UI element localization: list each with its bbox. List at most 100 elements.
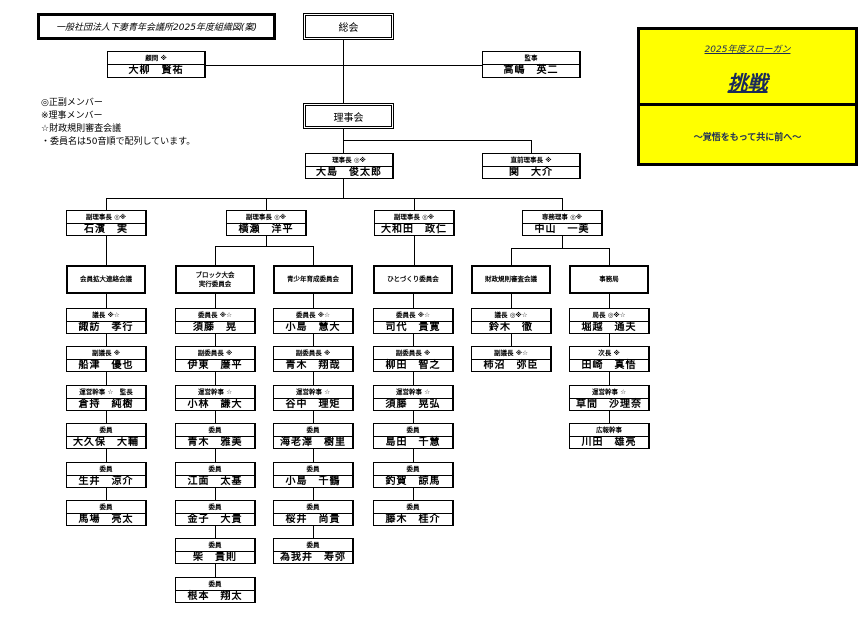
person-name: 青木 翔哉 [285,360,341,371]
member-box: 運営幹事 ☆ 須藤 晃弘 [373,385,454,411]
connector [562,236,563,248]
person-name: 青木 雅美 [187,437,243,448]
member-box: 委員 為我井 寿弥 [273,538,354,564]
role-label: 委員 [176,578,254,591]
member-box: 委員 生井 涼介 [66,462,147,488]
role-label: 局長 ◎※☆ [570,309,648,322]
person-name: 馬場 亮太 [78,514,134,525]
person-name: 関 大介 [509,167,553,178]
slogan-top: 2025年度スローガン 挑戦 [640,30,855,106]
member-box: 議長 ※☆ 諏訪 孝行 [66,308,147,334]
role-label: 運営幹事 ☆ [570,386,648,399]
connector [562,198,563,210]
connector [511,248,609,249]
role-label: 監事 [483,52,579,65]
connector [609,248,610,265]
role-label: 副議長 ※☆ [472,347,550,360]
role-label: 委員 [176,501,254,514]
role-label: 委員長 ※☆ [176,309,254,322]
connector [313,294,314,539]
role-label: 直前理事長 ※ [483,154,579,167]
role-label: 顧問 ※ [108,52,204,65]
connector [266,236,267,246]
member-box: 委員長 ※☆ 司代 貴寛 [373,308,454,334]
connector [531,140,532,153]
person-name: 横瀬 洋平 [238,224,294,235]
past-president-box: 直前理事長 ※ 関 大介 [482,153,581,179]
person-name: 船津 優也 [78,360,134,371]
role-label: 副委員長 ※ [274,347,352,360]
member-box: 副委員長 ※ 柳田 智之 [373,346,454,372]
member-box: 委員 金子 大貴 [175,500,256,526]
person-name: 金子 大貴 [187,514,243,525]
person-name: 海老澤 樹里 [280,437,346,448]
person-name: 堀越 通夫 [581,322,637,333]
committee-box: ブロック大会 実行委員会 [175,265,255,294]
member-box: 運営幹事 ☆ 谷中 理矩 [273,385,354,411]
role-label: 広報幹事 [570,424,648,437]
member-box: 委員 馬場 亮太 [66,500,147,526]
role-label: 委員 [274,539,352,552]
committee-box: 青少年育成委員会 [273,265,353,294]
vice-officer-box: 副理事長 ◎※ 横瀬 洋平 [226,210,307,236]
role-label: 委員 [176,424,254,437]
role-label: 専務理事 ◎※ [523,211,601,224]
member-box: 委員長 ※☆ 小島 慧大 [273,308,354,334]
chart-title: 一般社団法人下妻青年会議所2025年度組織図(案) [37,13,276,40]
committee-box: 財政規則審査会議 [471,265,551,294]
president-box: 理事長 ◎※ 大島 俊太郎 [305,153,394,179]
connector [414,236,415,265]
vice-officer-box: 副理事長 ◎※ 大和田 政仁 [374,210,455,236]
committee-box: 事務局 [569,265,649,294]
member-box: 委員 青木 雅美 [175,423,256,449]
legend-item: ◎正副メンバー [41,98,103,108]
person-name: 川田 雄亮 [581,437,637,448]
member-box: 副議長 ※☆ 柿沼 弥臣 [471,346,552,372]
person-name: 谷中 理矩 [285,399,341,410]
connector [414,198,415,210]
slogan-heading: 2025年度スローガン [704,45,791,55]
role-label: 運営幹事 ☆ 監長 [67,386,145,399]
connector [106,198,562,199]
member-box: 副委員長 ※ 青木 翔哉 [273,346,354,372]
role-label: 委員 [374,501,452,514]
person-name: 根本 翔太 [187,591,243,602]
member-box: 局長 ◎※☆ 堀越 通夫 [569,308,650,334]
person-name: 桜井 尚貴 [285,514,341,525]
person-name: 石濱 実 [84,224,128,235]
slogan-main: 挑戦 [727,71,768,95]
role-label: 副委員長 ※ [176,347,254,360]
person-name: 須藤 晃弘 [385,399,441,410]
role-label: 議長 ※☆ [67,309,145,322]
member-box: 委員 藤木 桂介 [373,500,454,526]
person-name: 諏訪 孝行 [78,322,134,333]
vice-officer-box: 副理事長 ◎※ 石濱 実 [66,210,147,236]
connector [343,140,531,141]
member-box: 運営幹事 ☆ 草間 沙理奈 [569,385,650,411]
person-name: 釣賀 諒馬 [385,476,441,487]
person-name: 大和田 政仁 [381,224,447,235]
member-box: 副委員長 ※ 伊東 廉平 [175,346,256,372]
person-name: 中山 一美 [534,224,590,235]
person-name: 為我井 寿弥 [280,552,346,563]
slogan-sub: ～覚悟をもって共に前へ～ [693,133,802,143]
role-label: 委員 [176,539,254,552]
connector [343,129,344,153]
connector [205,65,482,66]
legend: ◎正副メンバー ※理事メンバー ☆財政規則審査会議 ・委員名は50音順で配列して… [41,97,195,149]
member-box: 運営幹事 ☆ 監長 倉持 純樹 [66,385,147,411]
connector [215,246,313,247]
role-label: 委員 [274,463,352,476]
role-label: 委員 [374,463,452,476]
role-label: 委員 [67,501,145,514]
person-name: 高嶋 英二 [503,65,559,76]
role-label: 委員 [274,501,352,514]
person-name: 鈴木 徹 [489,322,533,333]
role-label: 委員長 ※☆ [274,309,352,322]
member-box: 運営幹事 ☆ 小林 謙大 [175,385,256,411]
member-box: 広報幹事 川田 雄亮 [569,423,650,449]
person-name: 柳田 智之 [385,360,441,371]
person-name: 小島 慧大 [285,322,341,333]
person-name: 大柳 賢祐 [128,65,184,76]
person-name: 小島 千鶴 [285,476,341,487]
